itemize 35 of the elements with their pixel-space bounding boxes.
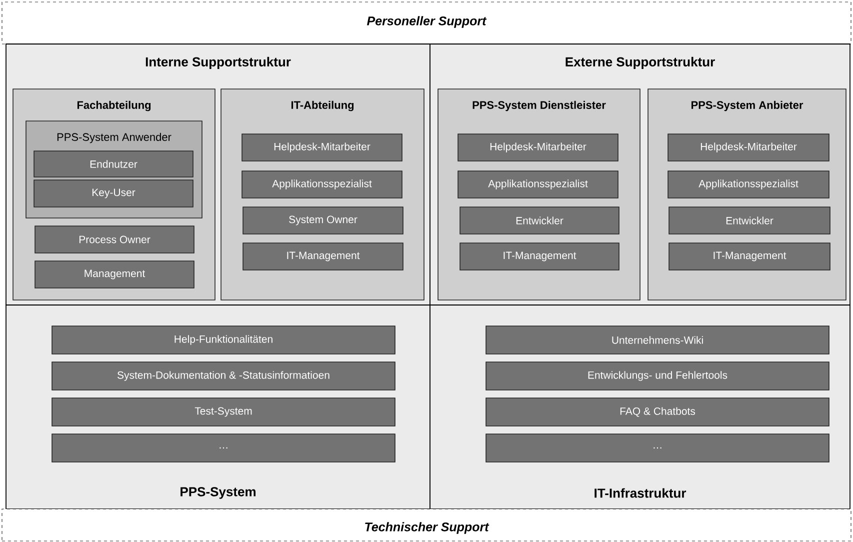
- role-box: …: [486, 434, 830, 462]
- role-box: Applikationsspezialist: [668, 170, 830, 198]
- role-box: Helpdesk-Mitarbeiter: [668, 134, 830, 162]
- role-box: IT-Management: [668, 242, 830, 270]
- role-box: Entwickler: [668, 206, 830, 234]
- role-box: System-Dokumentation & -Statusinformatioen: [52, 362, 396, 390]
- box-heading: IT-Abteilung: [291, 100, 354, 112]
- role-box: Helpdesk-Mitarbeiter: [242, 134, 402, 162]
- role-box: Entwickler: [460, 206, 620, 234]
- role-box: Unternehmens-Wiki: [486, 326, 830, 354]
- role-box: Entwicklungs- und Fehlertools: [486, 362, 830, 390]
- role-box: Helpdesk-Mitarbeiter: [458, 134, 618, 162]
- role-box: System Owner: [242, 206, 404, 234]
- role-box: FAQ & Chatbots: [486, 398, 830, 426]
- role-box: Applikationsspezialist: [242, 170, 402, 198]
- box-heading: PPS-System Dienstleister: [472, 100, 606, 112]
- role-box: Test-System: [52, 398, 396, 426]
- band-heading: Technischer Support: [365, 522, 490, 534]
- panel-heading: Externe Supportstruktur: [566, 56, 715, 70]
- panel-heading: IT-Infrastruktur: [594, 488, 686, 498]
- role-box: Endnutzer: [34, 150, 194, 178]
- panel-heading: PPS-System: [180, 487, 256, 499]
- band-heading: Personeller Support: [367, 16, 487, 28]
- panel-heading: Interne Supportstruktur: [146, 56, 291, 70]
- box-heading: PPS-System Anwender: [57, 132, 172, 144]
- role-box: Help-Funktionalitäten: [52, 326, 396, 354]
- box-heading: Fachabteilung: [77, 100, 151, 112]
- box-heading: PPS-System Anbieter: [692, 100, 804, 112]
- role-box: IT-Management: [460, 242, 620, 270]
- role-box: IT-Management: [242, 242, 404, 270]
- role-box: Process Owner: [34, 226, 194, 254]
- role-box: Applikationsspezialist: [458, 170, 618, 198]
- role-box: Key-User: [34, 180, 194, 208]
- role-box: …: [52, 434, 396, 462]
- role-box: Management: [34, 260, 194, 288]
